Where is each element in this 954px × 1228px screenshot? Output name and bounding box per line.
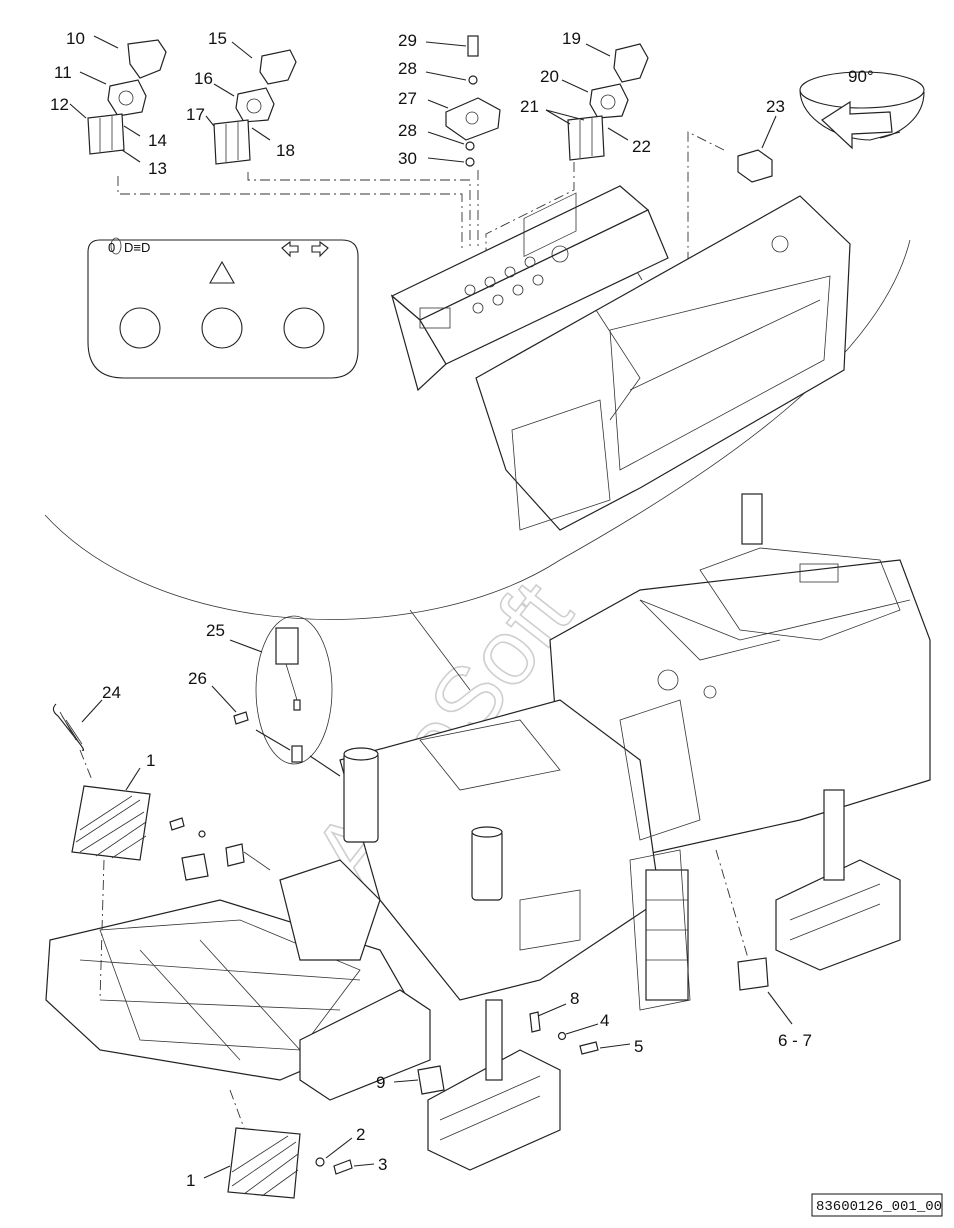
switch-group-10-14: 10 11 12 14 13 [50,29,167,178]
callout-1-top: 1 [146,751,155,770]
callout-26: 26 [188,669,207,688]
operator-cab [475,195,851,531]
detail-arc-inner [409,609,471,691]
callout-9: 9 [376,1073,385,1092]
sticker-1-bottom: 1 [186,1089,301,1199]
callout-27: 27 [398,89,417,108]
callout-10: 10 [66,29,85,48]
callout-13: 13 [148,159,167,178]
drawing-reference: 83600126_001_00 [811,1193,943,1217]
callout-20: 20 [540,67,559,86]
track-front [299,989,431,1101]
indicator-panel: 0 D≡D [87,237,359,379]
callout-3: 3 [378,1155,387,1174]
callout-14: 14 [148,131,167,150]
callout-11: 11 [54,63,72,82]
callout-19: 19 [562,29,581,48]
callout-8: 8 [570,989,579,1008]
callout-24: 24 [102,683,121,702]
sticker-6-7: 6 - 7 [715,849,812,1050]
fastener-stack-27-30: 29 28 27 28 30 [398,31,501,168]
access-ladder [629,849,691,1011]
svg-text:D≡D: D≡D [124,240,150,255]
callout-30: 30 [398,149,417,168]
indicator-button-lights [119,307,161,349]
callout-17: 17 [186,105,205,124]
fastener-2-3: 2 3 [315,1125,387,1175]
track-rear-right [775,789,901,971]
callout-22: 22 [632,137,651,156]
callout-23: 23 [766,97,785,116]
switch-group-19-22: 19 20 21 22 [520,29,651,161]
callout-15: 15 [208,29,227,48]
rotation-90-symbol: 90° [799,67,925,150]
indicator-button-hazard [201,307,243,349]
callout-2: 2 [356,1125,365,1144]
callout-28-bottom: 28 [398,121,417,140]
callout-6-7: 6 - 7 [778,1031,812,1050]
indicator-button-turn [283,307,325,349]
callout-5: 5 [634,1037,643,1056]
spring-24: 24 [52,683,121,781]
callout-1-bottom: 1 [186,1171,195,1190]
rotation-label: 90° [848,67,874,86]
control-panel [390,185,669,392]
sticker-1-top: 1 [71,751,155,1001]
sensor-detail-25-26: 25 26 [188,615,341,777]
switch-group-15-18: 15 16 17 18 [186,29,297,165]
callout-29: 29 [398,31,417,50]
callout-4: 4 [600,1011,609,1030]
callout-16: 16 [194,69,213,88]
drawing-ref-text: 83600126_001_00 [816,1199,942,1215]
callout-21: 21 [520,97,539,116]
callout-25: 25 [206,621,225,640]
callout-28-top: 28 [398,59,417,78]
relay-23: 23 [737,97,785,183]
front-bracket-parts [169,817,271,881]
callout-12: 12 [50,95,69,114]
part-9: 9 [376,1065,445,1095]
svg-text:0: 0 [108,240,115,255]
fastener-4-5-8: 8 4 5 [529,989,643,1056]
machine-body [339,493,931,1001]
callout-18: 18 [276,141,295,160]
track-rear-left [427,999,561,1171]
